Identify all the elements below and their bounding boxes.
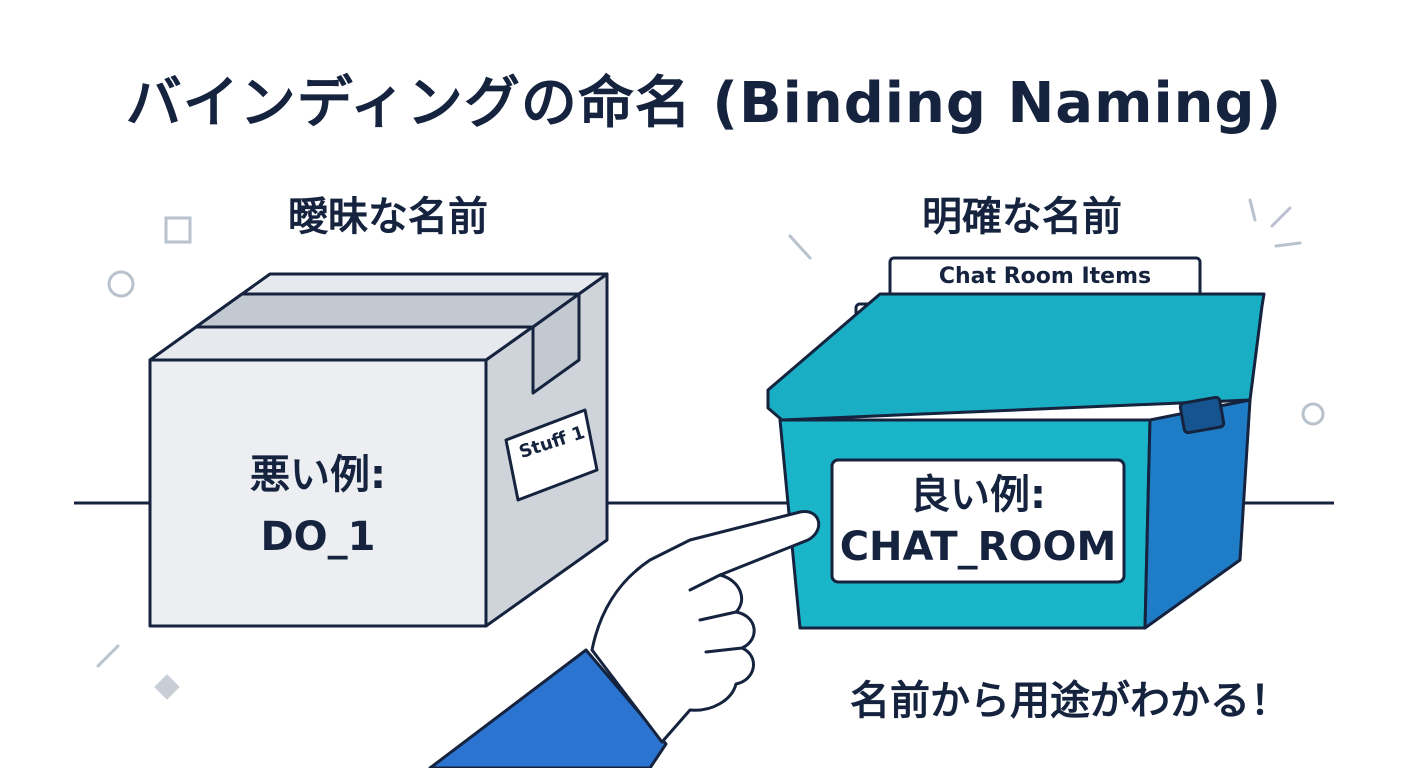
- sleeve: [428, 648, 668, 768]
- bad-example-label: 悪い例: DO_1: [168, 444, 468, 568]
- box-front: [148, 358, 488, 628]
- items-card-title: Chat Room Items: [938, 264, 1152, 289]
- box-tape-top: [194, 292, 581, 329]
- decor-dash: [1274, 241, 1302, 248]
- decor-dash: [1248, 198, 1257, 222]
- decor-circle-left: [107, 270, 135, 298]
- clear-name-heading: 明確な名前: [922, 194, 1122, 240]
- ambiguous-name-heading: 曖昧な名前: [288, 194, 488, 240]
- bin-rim: [766, 292, 1266, 422]
- pointing-hand: [428, 510, 821, 768]
- box-sticker: [504, 408, 599, 502]
- bad-example-name: DO_1: [260, 514, 376, 560]
- box-tape-side: [531, 292, 581, 395]
- bin-label-plate: [830, 458, 1126, 584]
- decor-diamond: [154, 674, 180, 700]
- good-example-caption: 良い例:: [910, 472, 1046, 518]
- page-title: バインディングの命名 (Binding Naming): [125, 71, 1283, 136]
- decor-circle-right: [1301, 402, 1325, 426]
- bad-example-caption: 悪い例:: [250, 452, 386, 498]
- bin-handle: [1178, 395, 1226, 435]
- clear-bin: [766, 256, 1266, 630]
- decor-square: [164, 216, 192, 244]
- bin-right-side: [1143, 398, 1252, 630]
- decor-dash: [96, 644, 120, 668]
- decor-dash: [788, 234, 812, 260]
- footer-message: 名前から用途がわかる！: [850, 678, 1290, 724]
- good-example-name: CHAT_ROOM: [839, 524, 1117, 570]
- ambiguous-box: [148, 272, 609, 628]
- decor-dash: [1270, 206, 1292, 228]
- good-example-label: 良い例: CHAT_ROOM: [832, 460, 1124, 582]
